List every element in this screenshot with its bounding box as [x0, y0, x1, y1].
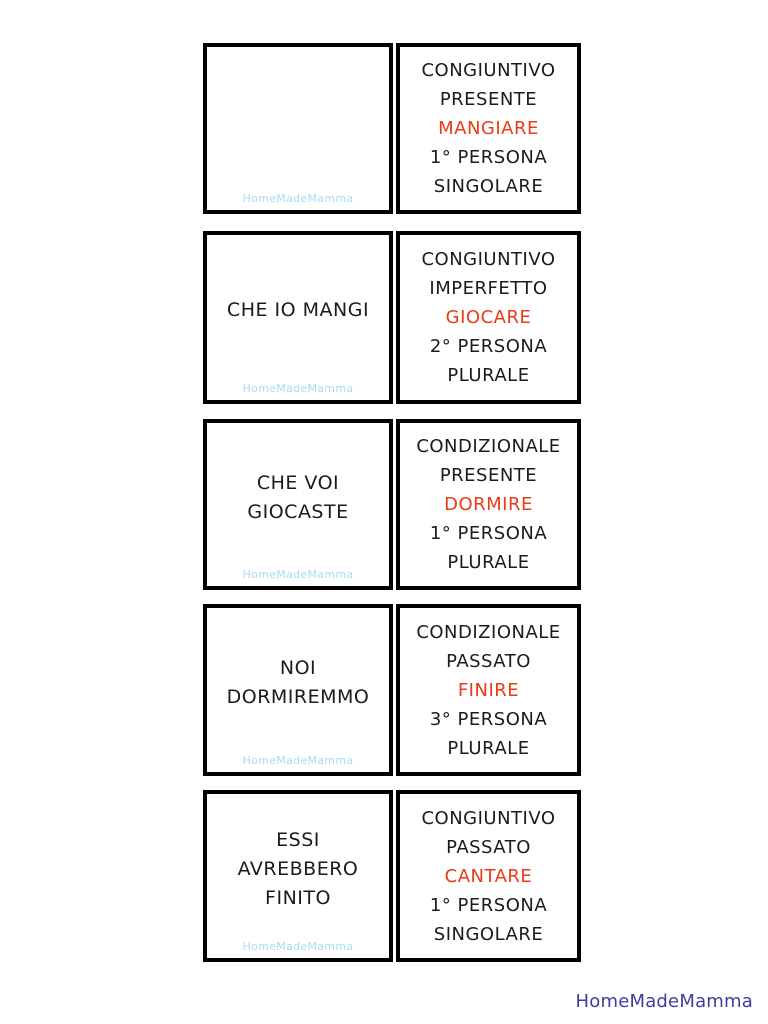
task-number: SINGOLARE	[433, 923, 544, 945]
task-person: 3° PERSONA	[429, 708, 548, 730]
task-person: 2° PERSONA	[429, 336, 548, 357]
watermark-text: HomeMadeMamma	[242, 382, 354, 395]
answer-cell-2: CHE IO MANGI HomeMadeMamma	[203, 231, 393, 404]
answer-line: NOI	[279, 657, 317, 679]
domino-card-row-3: CHE VOI GIOCASTE HomeMadeMamma CONDIZION…	[203, 419, 581, 590]
task-tense: PRESENTE	[439, 89, 538, 110]
answer-line: FINITO	[265, 886, 331, 909]
task-mood: CONGIUNTIVO	[421, 807, 556, 829]
task-number: PLURALE	[447, 365, 530, 386]
task-cell-1: CONGIUNTIVO PRESENTE MANGIARE 1° PERSONA…	[396, 43, 581, 214]
task-verb: FINIRE	[457, 679, 520, 701]
watermark-text: HomeMadeMamma	[242, 192, 354, 205]
answer-text-3: CHE VOI GIOCASTE	[207, 423, 389, 572]
watermark-text: HomeMadeMamma	[242, 754, 354, 767]
answer-cell-3: CHE VOI GIOCASTE HomeMadeMamma	[203, 419, 393, 590]
answer-line: AVREBBERO	[237, 857, 359, 880]
task-tense: PASSATO	[446, 650, 531, 672]
task-mood: CONDIZIONALE	[416, 436, 561, 457]
task-person: 1° PERSONA	[429, 894, 548, 916]
task-tense: PASSATO	[446, 836, 531, 858]
task-tense: IMPERFETTO	[429, 278, 548, 299]
task-number: PLURALE	[447, 552, 530, 573]
task-mood: CONGIUNTIVO	[421, 249, 556, 270]
answer-text-5: ESSI AVREBBERO FINITO	[207, 794, 389, 944]
answer-text-2: CHE IO MANGI	[207, 235, 389, 386]
watermark-text: HomeMadeMamma	[242, 940, 354, 953]
answer-text-4: NOI DORMIREMMO	[207, 608, 389, 758]
answer-text-1	[207, 47, 389, 196]
task-number: PLURALE	[447, 737, 530, 759]
task-person: 1° PERSONA	[429, 147, 548, 168]
task-verb: CANTARE	[444, 865, 533, 887]
task-verb: DORMIRE	[444, 494, 533, 515]
domino-card-row-2: CHE IO MANGI HomeMadeMamma CONGIUNTIVO I…	[203, 231, 581, 404]
answer-line: CHE IO MANGI	[226, 299, 370, 321]
answer-line: CHE VOI	[256, 471, 340, 494]
answer-cell-5: ESSI AVREBBERO FINITO HomeMadeMamma	[203, 790, 393, 962]
domino-card-row-1: HomeMadeMamma CONGIUNTIVO PRESENTE MANGI…	[203, 43, 581, 214]
task-cell-3: CONDIZIONALE PRESENTE DORMIRE 1° PERSONA…	[396, 419, 581, 590]
domino-card-row-5: ESSI AVREBBERO FINITO HomeMadeMamma CONG…	[203, 790, 581, 962]
answer-line: ESSI	[276, 828, 320, 851]
domino-card-row-4: NOI DORMIREMMO HomeMadeMamma CONDIZIONAL…	[203, 604, 581, 776]
task-number: SINGOLARE	[433, 176, 544, 197]
answer-line: DORMIREMMO	[226, 686, 370, 708]
task-cell-2: CONGIUNTIVO IMPERFETTO GIOCARE 2° PERSON…	[396, 231, 581, 404]
task-verb: GIOCARE	[445, 307, 532, 328]
task-cell-5: CONGIUNTIVO PASSATO CANTARE 1° PERSONA S…	[396, 790, 581, 962]
task-mood: CONGIUNTIVO	[421, 60, 556, 81]
task-cell-4: CONDIZIONALE PASSATO FINIRE 3° PERSONA P…	[396, 604, 581, 776]
task-mood: CONDIZIONALE	[416, 621, 561, 643]
answer-line: GIOCASTE	[247, 500, 349, 523]
answer-cell-4: NOI DORMIREMMO HomeMadeMamma	[203, 604, 393, 776]
answer-cell-1: HomeMadeMamma	[203, 43, 393, 214]
task-tense: PRESENTE	[439, 465, 538, 486]
task-verb: MANGIARE	[438, 118, 539, 139]
brand-signature: HomeMadeMamma	[575, 991, 753, 1012]
watermark-text: HomeMadeMamma	[242, 568, 354, 581]
task-person: 1° PERSONA	[429, 523, 548, 544]
